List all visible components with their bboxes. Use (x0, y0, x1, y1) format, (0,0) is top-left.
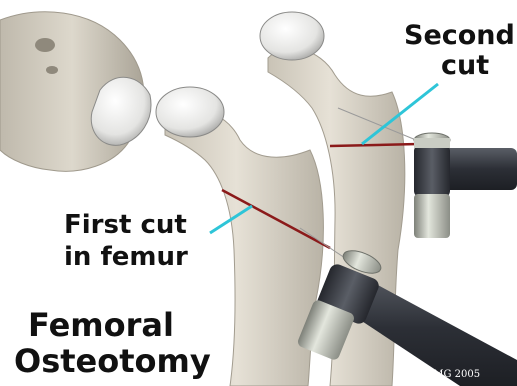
second-cut-label-line1: Second (404, 22, 515, 49)
title-line1: Femoral (28, 309, 174, 341)
lower-bone-saw (296, 246, 517, 386)
pelvis-bone (0, 12, 151, 171)
first-cut-label-line2: in femur (64, 244, 188, 270)
first-cut-label-line1: First cut (64, 212, 187, 238)
second-cut-label-line2: cut (441, 52, 489, 79)
copyright-notice: ©MMG 2005 (413, 369, 480, 380)
upper-bone-saw (414, 133, 517, 238)
title-line2: Osteotomy (14, 345, 211, 377)
